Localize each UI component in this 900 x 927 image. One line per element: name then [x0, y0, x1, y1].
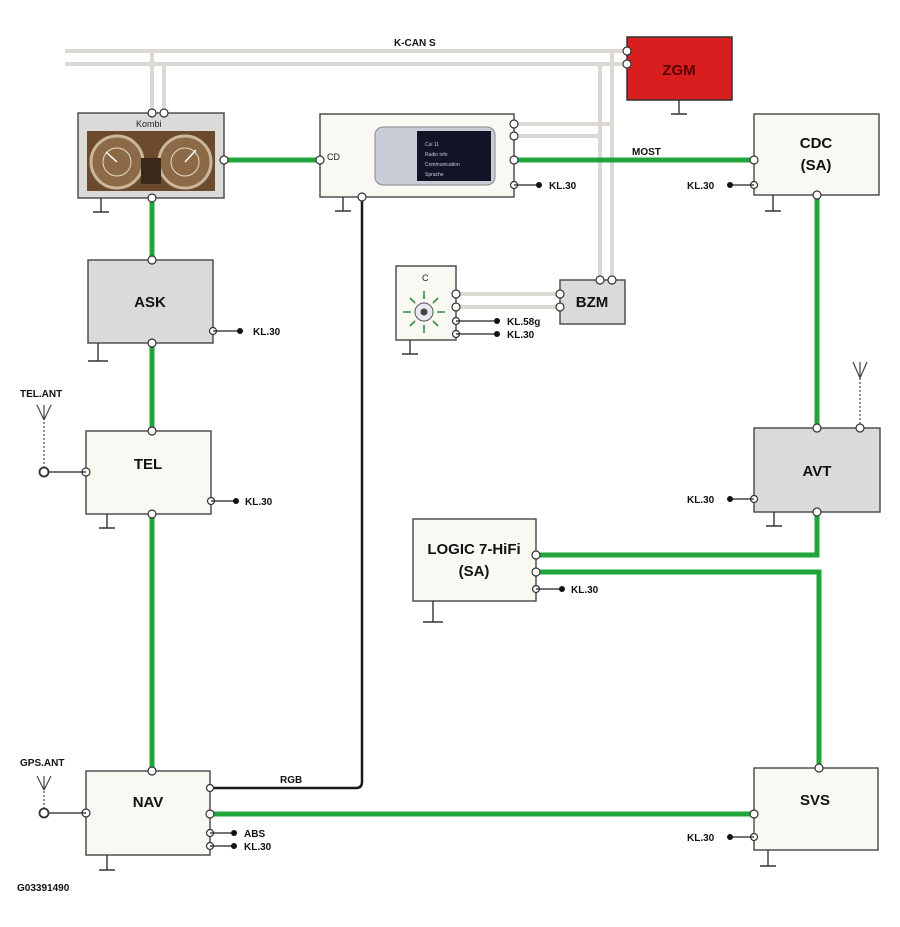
tel-module: TEL [44, 426, 239, 529]
most-bus [149, 157, 822, 817]
ask-module: ASK [87, 255, 243, 362]
svs-label: SVS [800, 792, 830, 809]
ask-label: ASK [134, 294, 166, 311]
nav-kl30: KL.30 [244, 842, 272, 853]
zgm-module: ZGM [622, 36, 733, 115]
svg-text:Radio info: Radio info [425, 152, 448, 158]
cd-module: CD Cui 11 Radio info Communication Sprac… [315, 113, 542, 212]
cd-label: CD [327, 152, 340, 162]
bzm-module: BZM [555, 275, 626, 325]
nav-label: NAV [133, 794, 164, 811]
bzm-kl30: KL.30 [507, 330, 535, 341]
kcan-label: K-CAN S [394, 38, 436, 49]
cdc-label-1: CDC [800, 135, 833, 152]
avt-kl30: KL.30 [687, 495, 715, 506]
svs-module: SVS [727, 763, 879, 867]
controller-module: C [395, 265, 500, 355]
logic7-label-2: (SA) [459, 563, 490, 580]
logic7-label-1: LOGIC 7-HiFi [427, 541, 520, 558]
tel-label: TEL [134, 456, 162, 473]
rgb-line [210, 197, 364, 790]
cdc-module: CDC (SA) [727, 113, 880, 212]
tel-kl30: KL.30 [245, 497, 273, 508]
tel-antenna-icon [36, 404, 52, 478]
ask-kl30: KL.30 [253, 327, 281, 338]
rgb-label: RGB [280, 775, 302, 786]
bzm-label: BZM [576, 294, 609, 311]
svg-text:Communication: Communication [425, 162, 460, 168]
svg-text:Sprache: Sprache [425, 172, 444, 178]
avt-label: AVT [803, 463, 832, 480]
kombi-module: Kombi [77, 108, 229, 213]
svg-text:Cui 11: Cui 11 [425, 142, 439, 148]
most-label: MOST [632, 147, 661, 158]
gps-ant-label: GPS.ANT [20, 758, 64, 769]
nav-abs: ABS [244, 829, 265, 840]
nav-module: NAV [44, 766, 237, 871]
controller-label: C [422, 273, 429, 283]
cdc-label-2: (SA) [801, 157, 832, 174]
cd-kl30: KL.30 [549, 181, 577, 192]
figure-id: G03391490 [17, 883, 70, 894]
zgm-label: ZGM [662, 62, 695, 79]
logic7-kl30: KL.30 [571, 585, 599, 596]
gps-antenna-icon [36, 775, 52, 819]
cdc-kl30: KL.30 [687, 181, 715, 192]
tel-ant-label: TEL.ANT [20, 389, 62, 400]
kcan-bus [65, 49, 627, 309]
kombi-label: Kombi [136, 119, 162, 129]
bzm-kl58g: KL.58g [507, 317, 540, 328]
logic7-module: LOGIC 7-HiFi (SA) [412, 518, 565, 623]
avt-module: AVT [727, 423, 881, 527]
svs-kl30: KL.30 [687, 833, 715, 844]
avt-antenna-icon [852, 361, 868, 424]
